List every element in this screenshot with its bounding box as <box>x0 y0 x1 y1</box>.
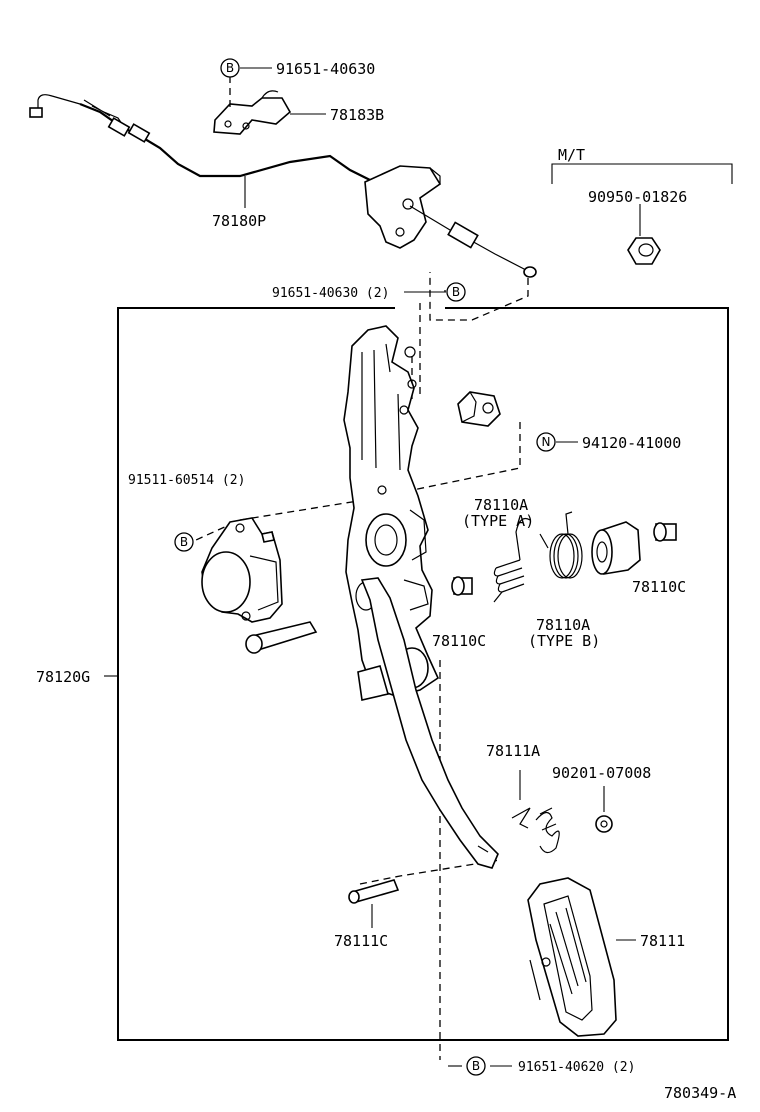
svg-text:N: N <box>542 435 551 449</box>
label-bushing-mid: 78110C <box>432 632 486 650</box>
label-bracket: 78183B <box>330 106 384 124</box>
marker-b-sensor: B <box>174 532 194 552</box>
svg-text:B: B <box>452 285 460 299</box>
pedal-bracket-78120g <box>343 325 440 701</box>
label-spring-a: 78110A <box>474 496 528 514</box>
label-bolt-top: 91651-40630 <box>276 60 375 78</box>
label-clip: 90201-07008 <box>552 764 651 782</box>
nut-90950-01826 <box>627 237 661 265</box>
clip-90201-07008 <box>595 815 613 833</box>
spring-type-b <box>539 511 583 579</box>
cable-bracket-plate <box>364 165 442 249</box>
mt-group-bracket <box>551 163 733 184</box>
sensor-bolt <box>245 621 318 654</box>
bushing-78110c-right <box>653 522 677 542</box>
pedal-position-sensor <box>201 517 283 623</box>
marker-b-mid: B <box>446 282 466 302</box>
svg-text:B: B <box>180 535 188 549</box>
spring-type-a <box>493 517 531 603</box>
bracket-78183b <box>213 90 292 135</box>
marker-n: N <box>536 432 556 452</box>
label-drawing-no: 780349-A <box>664 1084 736 1102</box>
label-spring-a-type: (TYPE A) <box>462 512 534 530</box>
pin-78111c <box>348 879 400 904</box>
label-spring-return: 78111A <box>486 742 540 760</box>
marker-b-top: B <box>220 58 240 78</box>
return-spring-78111a <box>511 807 560 854</box>
label-mt-group: M/T <box>558 146 585 164</box>
pedal-arm <box>360 577 499 869</box>
pedal-pad-78111 <box>527 877 617 1037</box>
label-pedal-pad: 78111 <box>640 932 685 950</box>
label-bolt-bottom: 91651-40620 (2) <box>518 1060 635 1075</box>
bushing-large <box>591 521 641 575</box>
label-spring-b: 78110A <box>536 616 590 634</box>
label-spring-b-type: (TYPE B) <box>528 632 600 650</box>
marker-b-bottom: B <box>466 1056 486 1076</box>
label-bolt-sensor: 91511-60514 (2) <box>128 473 245 488</box>
label-bolt-mid: 91651-40630 (2) <box>272 286 389 301</box>
bushing-78110c-mid <box>451 576 473 596</box>
svg-text:B: B <box>472 1059 480 1073</box>
label-bushing-right: 78110C <box>632 578 686 596</box>
nut-94120-41000 <box>457 391 501 427</box>
svg-text:B: B <box>226 61 234 75</box>
label-nut: 90950-01826 <box>588 188 687 206</box>
label-pedal-assy: 78120G <box>36 668 90 686</box>
accelerator-cable-78180p <box>29 94 379 185</box>
label-cable: 78180P <box>212 212 266 230</box>
label-pin: 78111C <box>334 932 388 950</box>
label-nut-n: 94120-41000 <box>582 434 681 452</box>
assembly-frame <box>117 307 729 1041</box>
